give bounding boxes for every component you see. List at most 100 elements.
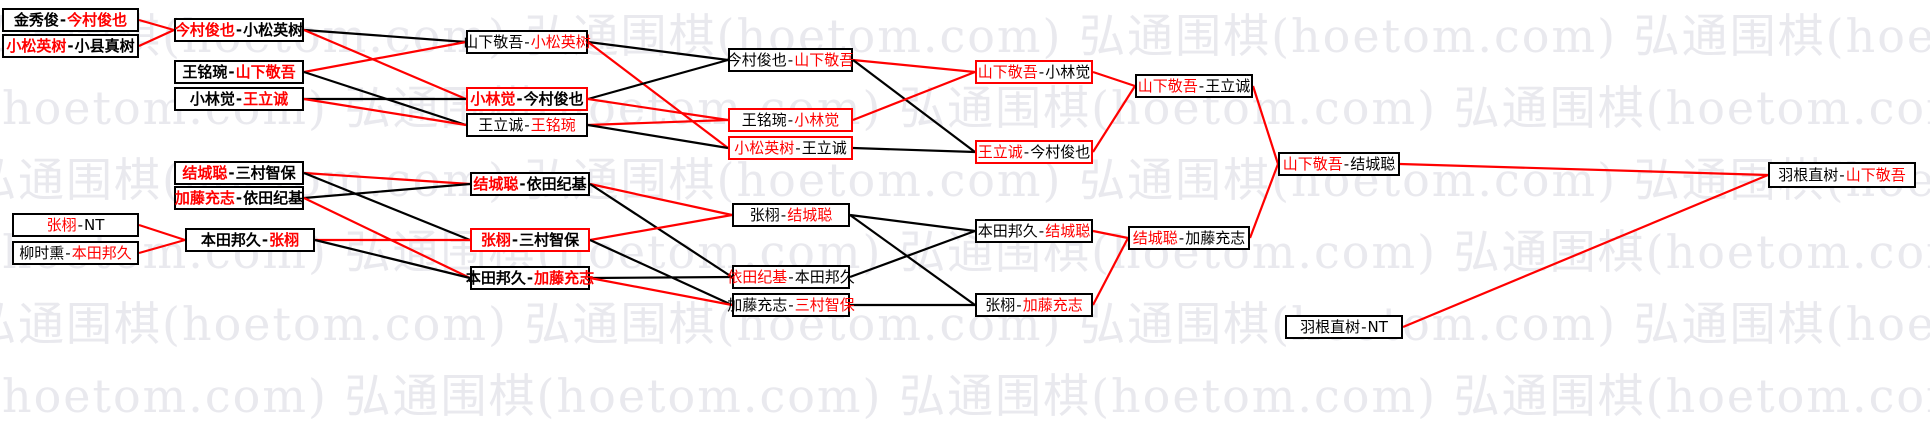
node-separator: - xyxy=(516,89,523,108)
connector-r3c-to-r4c xyxy=(587,123,729,150)
node-player-2: 本田邦久 xyxy=(71,243,132,262)
bracket-node-r5a[interactable]: 山下敬吾-小林觉 xyxy=(975,60,1093,84)
bracket-node-r2b[interactable]: 王铭琬-山下敬吾 xyxy=(174,60,304,84)
bracket-node-b2b[interactable]: 加藤充志-依田纪基 xyxy=(174,186,304,210)
node-player-1: 山下敬吾 xyxy=(977,62,1038,81)
node-player-2: 今村俊也 xyxy=(1030,142,1091,161)
bracket-node-b3c[interactable]: 本田邦久-加藤充志 xyxy=(466,266,594,290)
node-player-1: 王立诚 xyxy=(478,115,524,134)
bracket-node-b5b[interactable]: 张栩-加藤充志 xyxy=(975,293,1093,317)
bracket-node-r4b[interactable]: 王铭琬-小林觉 xyxy=(728,108,853,132)
bracket-node-b4a[interactable]: 张栩-结城聪 xyxy=(732,203,850,227)
node-player-2: 山下敬吾 xyxy=(1845,165,1906,184)
node-player-1: 金秀俊 xyxy=(13,10,59,29)
node-player-2: 小松英树 xyxy=(530,32,591,51)
node-player-2: NT xyxy=(84,215,105,234)
node-separator: - xyxy=(1839,165,1845,184)
bracket-node-r2a[interactable]: 今村俊也-小松英树 xyxy=(174,18,304,42)
node-player-1: 山下敬吾 xyxy=(1282,154,1343,173)
bracket-node-b3a[interactable]: 结城聪-依田纪基 xyxy=(470,172,590,196)
node-separator: - xyxy=(1038,62,1045,81)
connector-r7a-to-fin xyxy=(1399,162,1769,177)
node-separator: - xyxy=(511,230,519,249)
bracket-node-r1a[interactable]: 金秀俊-今村俊也 xyxy=(2,8,139,32)
bracket-node-r7a[interactable]: 山下敬吾-结城聪 xyxy=(1278,152,1400,176)
connector-r3a-to-r4a xyxy=(587,40,729,62)
node-player-2: 三村智保 xyxy=(519,230,580,249)
node-separator: - xyxy=(1361,317,1367,336)
connector-r4a-to-r5a xyxy=(852,58,976,74)
node-player-2: NT xyxy=(1367,317,1388,336)
bracket-node-b6a[interactable]: 结城聪-加藤充志 xyxy=(1128,226,1250,250)
bracket-node-r4a[interactable]: 今村俊也-山下敬吾 xyxy=(727,48,855,72)
node-player-2: 山下敬吾 xyxy=(794,50,855,69)
bracket-node-r3c[interactable]: 王立诚-王铭琬 xyxy=(466,113,588,137)
node-player-2: 本田邦久 xyxy=(794,267,855,286)
node-player-2: 结城聪 xyxy=(1045,221,1091,240)
bracket-node-r5b[interactable]: 王立诚-今村俊也 xyxy=(975,140,1093,164)
node-player-1: 小林觉 xyxy=(189,89,235,108)
bracket-node-b1b[interactable]: 柳时熏-本田邦久 xyxy=(12,241,139,265)
node-player-1: 小松英树 xyxy=(6,36,67,55)
node-player-1: 加藤充志 xyxy=(174,188,235,207)
connector-b3c-to-b4c xyxy=(589,276,733,307)
bracket-node-b2a[interactable]: 结城聪-三村智保 xyxy=(174,161,304,185)
node-player-1: 本田邦久 xyxy=(465,268,526,287)
node-player-2: 结城聪 xyxy=(787,205,833,224)
node-player-1: 依田纪基 xyxy=(727,267,788,286)
node-separator: - xyxy=(1178,228,1185,247)
node-player-1: 王立诚 xyxy=(977,142,1023,161)
bracket-node-r3b[interactable]: 小林觉-今村俊也 xyxy=(466,87,588,111)
connector-r6a-to-r7a xyxy=(1251,85,1280,165)
connector-b3a-to-b4b xyxy=(589,183,733,278)
bracket-node-r1b[interactable]: 小松英树-小县真树 xyxy=(2,34,139,58)
node-separator: - xyxy=(1198,76,1205,95)
connector-r3c-to-r4b xyxy=(587,118,729,127)
bracket-node-r6a[interactable]: 山下敬吾-王立诚 xyxy=(1135,74,1253,98)
node-player-2: 王立诚 xyxy=(243,89,289,108)
node-separator: - xyxy=(1023,142,1030,161)
connector-r3b-to-r4b xyxy=(587,97,729,122)
bracket-node-b7a[interactable]: 羽根直树-NT xyxy=(1285,315,1403,339)
node-player-2: 王立诚 xyxy=(801,138,847,157)
node-player-2: 加藤充志 xyxy=(1185,228,1246,247)
bracket-node-b4c[interactable]: 加藤充志-三村智保 xyxy=(727,293,855,317)
bracket-node-b1a[interactable]: 张栩-NT xyxy=(12,213,139,237)
node-separator: - xyxy=(1038,221,1045,240)
node-separator: - xyxy=(788,295,794,314)
node-player-2: 小县真树 xyxy=(74,36,135,55)
node-player-1: 山下敬吾 xyxy=(1137,76,1198,95)
node-player-2: 王立诚 xyxy=(1205,76,1251,95)
connector-r3b-to-r4a xyxy=(587,58,729,101)
bracket-node-b2c[interactable]: 本田邦久-张栩 xyxy=(185,228,315,252)
connector-b4a-to-b5a xyxy=(849,213,976,233)
connector-r2c-to-r3c xyxy=(303,97,467,127)
node-separator: - xyxy=(59,10,67,29)
connector-b5b-to-b6a xyxy=(1092,237,1129,306)
bracket-node-b3b[interactable]: 张栩-三村智保 xyxy=(470,228,590,252)
node-player-2: 小林觉 xyxy=(794,110,840,129)
bracket-node-r3a[interactable]: 山下敬吾-小松英树 xyxy=(463,30,591,54)
node-separator: - xyxy=(67,36,74,55)
node-separator: - xyxy=(524,115,530,134)
node-separator: - xyxy=(235,188,243,207)
node-separator: - xyxy=(780,205,787,224)
bracket-node-r4c[interactable]: 小松英树-王立诚 xyxy=(728,136,853,160)
bracket-node-b5a[interactable]: 本田邦久-结城聪 xyxy=(975,219,1093,243)
connector-b3a-to-b4a xyxy=(589,182,733,217)
connector-b4a-to-b5b xyxy=(849,214,976,306)
node-separator: - xyxy=(524,32,530,51)
connector-b1b-to-b2c xyxy=(138,238,186,255)
node-player-2: 加藤充志 xyxy=(534,268,595,287)
connector-b2a-to-b3b xyxy=(303,171,471,242)
bracket-node-fin[interactable]: 羽根直树-山下敬吾 xyxy=(1768,162,1916,188)
bracket-node-r2c[interactable]: 小林觉-王立诚 xyxy=(174,87,304,111)
bracket-node-b4b[interactable]: 依田纪基-本田邦久 xyxy=(727,265,855,289)
connector-r5a-to-r6a xyxy=(1092,70,1136,88)
node-separator: - xyxy=(228,163,235,182)
node-player-2: 今村俊也 xyxy=(523,89,584,108)
node-player-1: 结城聪 xyxy=(182,163,228,182)
node-separator: - xyxy=(235,89,243,108)
connector-b6a-to-r7a xyxy=(1248,163,1280,239)
node-separator: - xyxy=(1016,295,1022,314)
